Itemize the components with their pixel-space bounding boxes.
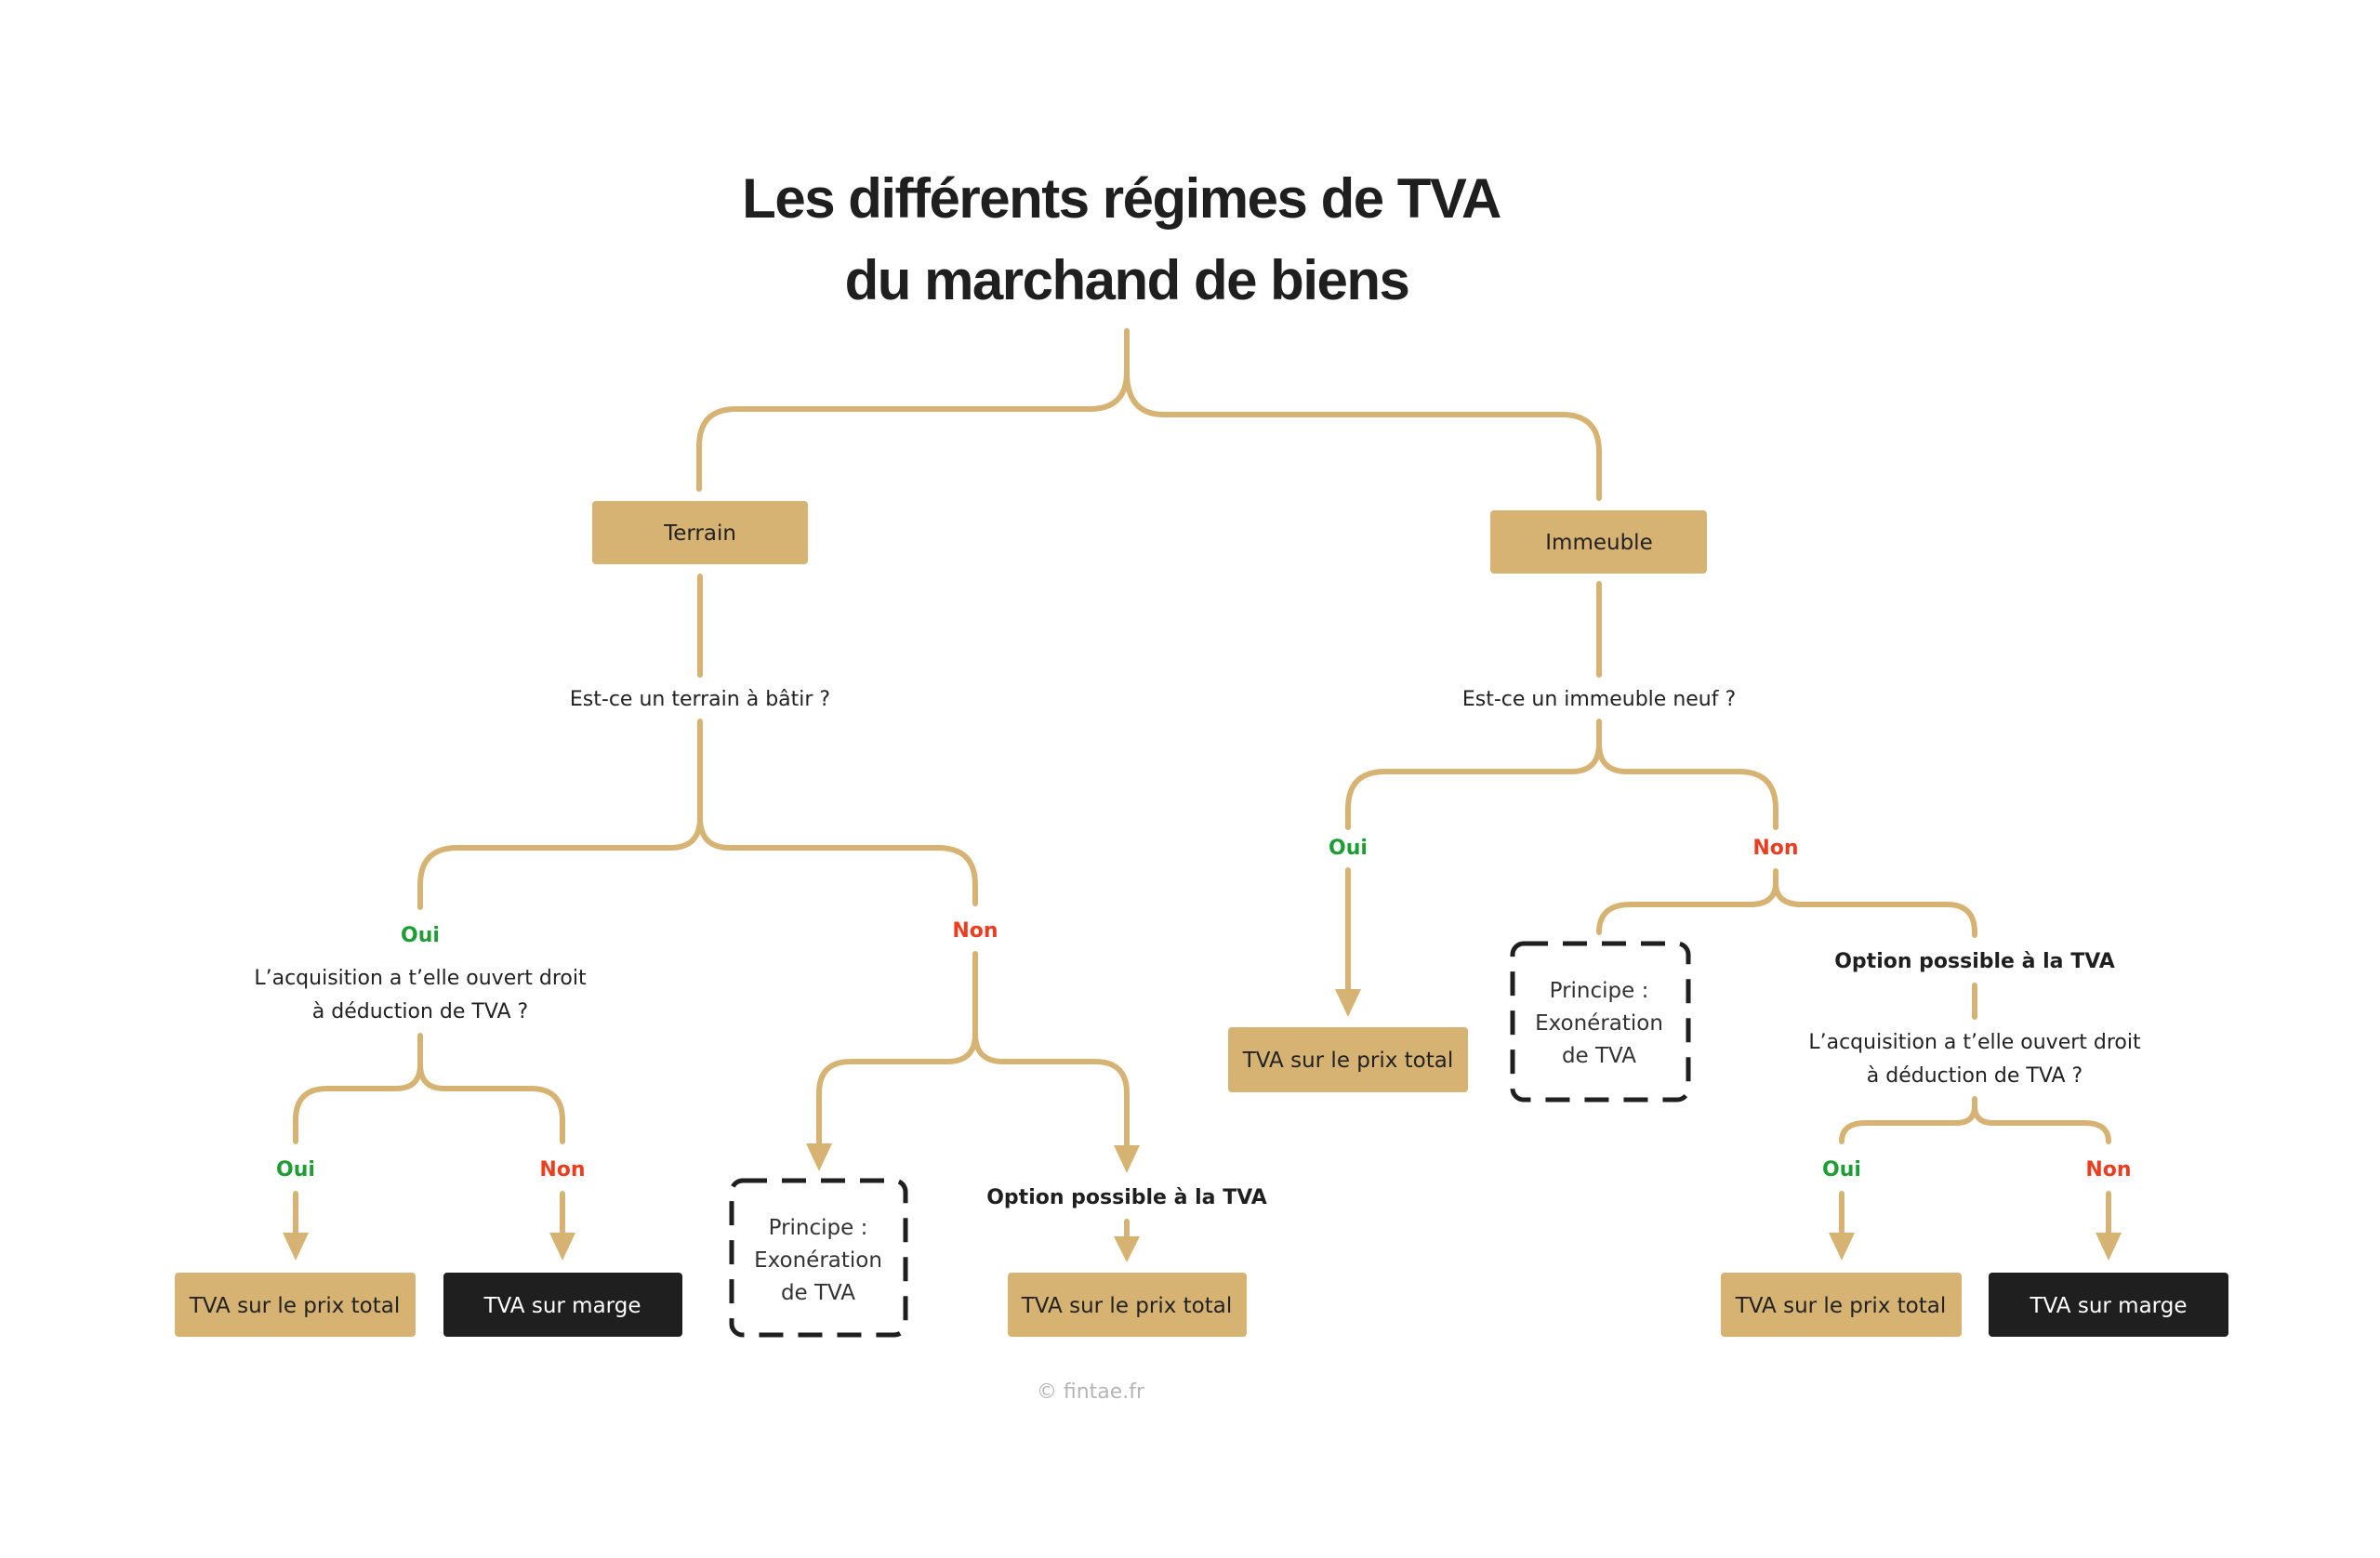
arrow-down-icon — [1114, 1236, 1140, 1262]
connector-immeuble-non-brace — [1596, 868, 1977, 938]
answer-non-immeuble: Non — [1752, 837, 1798, 860]
footer-copyright: © fintae.fr — [1037, 1380, 1145, 1404]
principle-line-3: de TVA — [781, 1281, 855, 1305]
principle-immeuble-line-2: Exonération — [1535, 1011, 1663, 1036]
connector-terrain-brace — [417, 719, 978, 910]
category-box-immeuble — [1490, 510, 1707, 574]
result-box-immeuble-marge — [1989, 1273, 2228, 1337]
principle-box-exoneration — [729, 1178, 908, 1338]
question-deduction-immeuble-line-1: L’acquisition a t’elle ouvert droit — [1808, 1031, 2141, 1054]
result-box-marge — [443, 1273, 682, 1337]
category-label-immeuble: Immeuble — [1545, 531, 1652, 555]
connector-root-brace — [696, 328, 1602, 501]
principle-box-exoneration-immeuble — [1510, 941, 1691, 1102]
result-box-prix-total — [175, 1273, 416, 1337]
result-box-immeuble-prix-total — [1721, 1273, 1962, 1337]
connector-immeuble-brace — [1345, 719, 1778, 830]
result-label-immeuble-marge: TVA sur marge — [2030, 1294, 2188, 1318]
arrow-down-icon — [549, 1233, 575, 1261]
arrow-down-icon — [1829, 1233, 1855, 1261]
result-label-prix-total: TVA sur le prix total — [189, 1294, 401, 1318]
principle-line-2: Exonération — [754, 1248, 882, 1273]
category-label-terrain: Terrain — [663, 522, 736, 546]
question-terrain-a-batir: Est-ce un terrain à bâtir ? — [570, 688, 830, 711]
principle-line-1: Principe : — [769, 1216, 868, 1240]
result-box-option-prix-total — [1008, 1273, 1247, 1337]
option-tva-immeuble: Option possible à la TVA — [1834, 950, 2115, 973]
answer-oui-deduction: Oui — [276, 1158, 315, 1182]
arrow-down-icon — [806, 1143, 832, 1171]
principle-immeuble-line-1: Principe : — [1550, 979, 1649, 1003]
diagram-title-line-2: du marchand de biens — [845, 249, 1409, 311]
result-box-immeuble-neuf-prix-total — [1228, 1027, 1468, 1092]
answer-oui-immeuble: Oui — [1329, 837, 1368, 860]
question-deduction-line-1: L’acquisition a t’elle ouvert droit — [254, 967, 587, 990]
answer-non-deduction-immeuble: Non — [2085, 1158, 2131, 1182]
connector-deduction-immeuble-brace — [1839, 1096, 2111, 1144]
result-label-option-prix-total: TVA sur le prix total — [1021, 1294, 1233, 1318]
connector-deduction-brace — [293, 1033, 565, 1144]
connector-terrain-non-brace — [816, 951, 1130, 1148]
principle-immeuble-line-3: de TVA — [1562, 1044, 1636, 1068]
option-tva-terrain: Option possible à la TVA — [986, 1186, 1267, 1209]
question-immeuble-neuf: Est-ce un immeuble neuf ? — [1462, 688, 1736, 711]
arrow-down-icon — [1335, 989, 1361, 1017]
question-deduction-immeuble-line-2: à déduction de TVA ? — [1867, 1064, 2082, 1088]
result-label-immeuble-prix-total: TVA sur le prix total — [1735, 1294, 1947, 1318]
category-box-terrain — [592, 501, 808, 564]
answer-non-terrain: Non — [952, 919, 998, 943]
arrow-down-icon — [283, 1233, 309, 1261]
result-label-marge: TVA sur marge — [483, 1294, 641, 1318]
arrow-down-icon — [2096, 1233, 2122, 1261]
diagram-title-line-1: Les différents régimes de TVA — [742, 167, 1501, 230]
answer-non-deduction: Non — [539, 1158, 585, 1182]
arrow-down-icon — [1114, 1145, 1140, 1173]
question-deduction-line-2: à déduction de TVA ? — [312, 1000, 528, 1023]
answer-oui-terrain: Oui — [401, 924, 440, 947]
answer-oui-deduction-immeuble: Oui — [1822, 1158, 1861, 1182]
result-label-immeuble-neuf-prix-total: TVA sur le prix total — [1242, 1049, 1454, 1073]
